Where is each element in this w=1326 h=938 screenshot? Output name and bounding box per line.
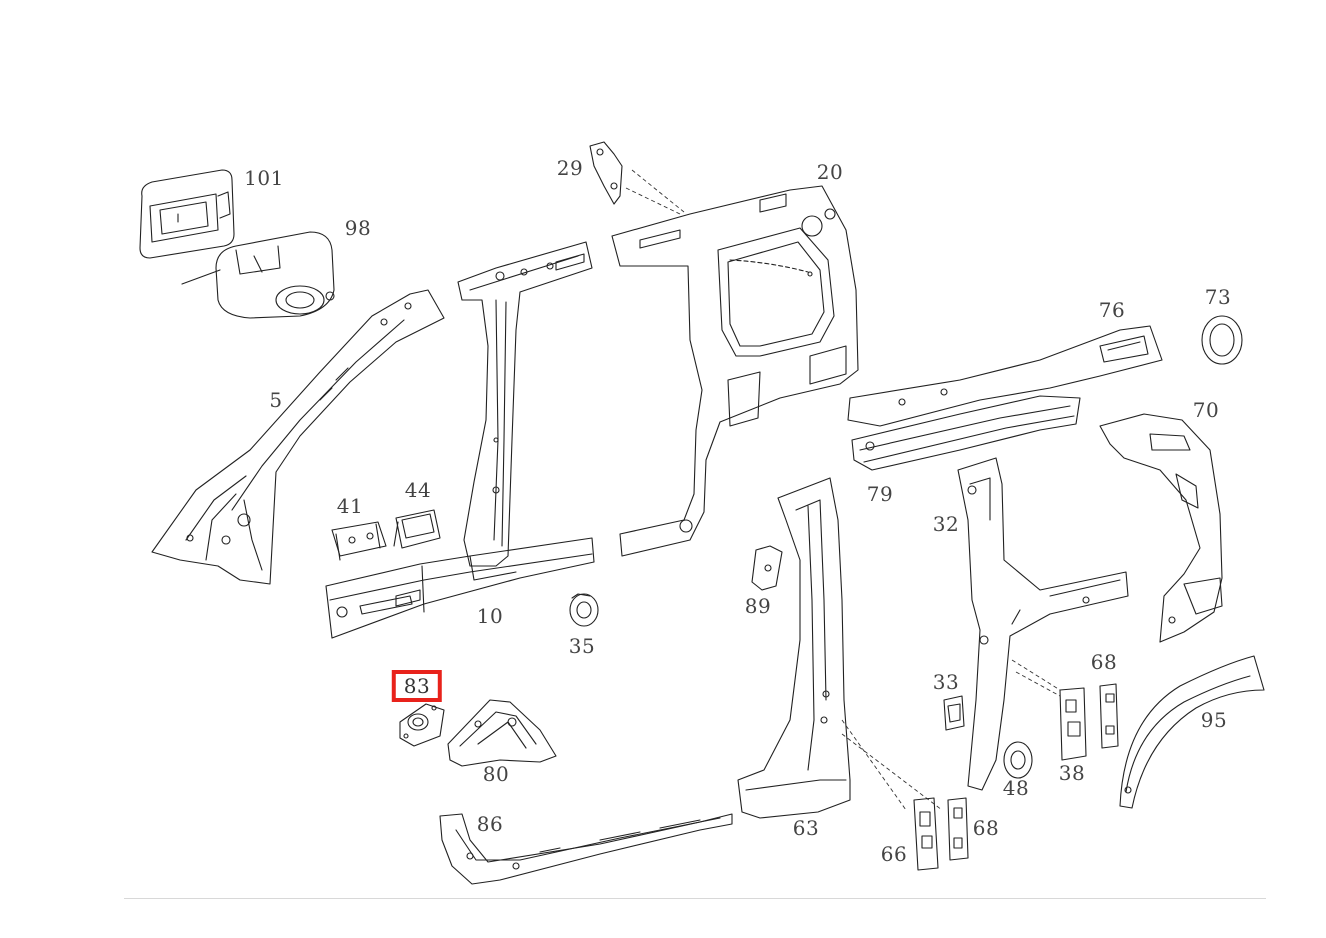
part-63-c-pillar[interactable] xyxy=(737,477,851,819)
part-95-wheel-arch[interactable] xyxy=(1119,655,1265,809)
part-44-bracket[interactable] xyxy=(393,509,441,549)
bottom-divider xyxy=(124,898,1266,899)
callout-80[interactable]: 80 xyxy=(482,762,510,786)
callout-38[interactable]: 38 xyxy=(1058,761,1086,785)
callout-63[interactable]: 63 xyxy=(792,816,820,840)
part-83-grommet[interactable] xyxy=(399,703,445,747)
part-80-gusset[interactable] xyxy=(447,699,557,767)
part-35-grommet[interactable] xyxy=(569,593,599,627)
part-5-a-pillar[interactable] xyxy=(151,289,445,585)
callout-32[interactable]: 32 xyxy=(932,512,960,536)
part-68-plate-a[interactable] xyxy=(1099,683,1119,749)
callout-83-highlighted[interactable]: 83 xyxy=(391,670,443,702)
callout-79[interactable]: 79 xyxy=(866,482,894,506)
part-29-bracket[interactable] xyxy=(589,141,623,205)
callout-48[interactable]: 48 xyxy=(1002,776,1030,800)
callout-89[interactable]: 89 xyxy=(744,594,772,618)
callout-86[interactable]: 86 xyxy=(476,812,504,836)
callout-20[interactable]: 20 xyxy=(816,160,844,184)
callout-98[interactable]: 98 xyxy=(344,216,372,240)
callout-29[interactable]: 29 xyxy=(556,156,584,180)
callout-76[interactable]: 76 xyxy=(1098,298,1126,322)
part-98-filler-housing[interactable] xyxy=(181,231,335,319)
part-86-sill-inner[interactable] xyxy=(439,813,733,885)
callout-66[interactable]: 66 xyxy=(880,842,908,866)
callout-68-lower[interactable]: 68 xyxy=(972,816,1000,840)
callout-33[interactable]: 33 xyxy=(932,670,960,694)
callout-68-upper[interactable]: 68 xyxy=(1090,650,1118,674)
part-41-bracket[interactable] xyxy=(331,521,387,561)
callout-73[interactable]: 73 xyxy=(1204,285,1232,309)
part-38-plate[interactable] xyxy=(1059,687,1087,761)
part-70-wheel-arch-panel[interactable] xyxy=(1099,413,1223,643)
part-76-roof-rail[interactable] xyxy=(847,325,1163,427)
part-66-plate[interactable] xyxy=(913,797,939,871)
part-b-pillar-left[interactable] xyxy=(457,241,593,567)
part-32-b-pillar[interactable] xyxy=(957,457,1129,791)
part-48-grommet[interactable] xyxy=(1003,741,1033,779)
callout-95[interactable]: 95 xyxy=(1200,708,1228,732)
callout-35[interactable]: 35 xyxy=(568,634,596,658)
callout-70[interactable]: 70 xyxy=(1192,398,1220,422)
part-73-grommet[interactable] xyxy=(1201,315,1243,365)
callout-44[interactable]: 44 xyxy=(404,478,432,502)
part-10-rocker-panel[interactable] xyxy=(325,537,595,639)
part-89-bracket[interactable] xyxy=(751,545,783,591)
part-79-roof-rail-inner[interactable] xyxy=(851,395,1081,471)
part-101-fuel-flap[interactable] xyxy=(139,169,235,259)
callout-10[interactable]: 10 xyxy=(476,604,504,628)
part-20-side-panel-upper[interactable] xyxy=(611,185,859,557)
callout-41[interactable]: 41 xyxy=(336,494,364,518)
part-68-plate-b[interactable] xyxy=(947,797,969,861)
part-33-clip[interactable] xyxy=(943,695,965,731)
callout-5[interactable]: 5 xyxy=(269,388,283,412)
callout-101[interactable]: 101 xyxy=(244,166,284,190)
